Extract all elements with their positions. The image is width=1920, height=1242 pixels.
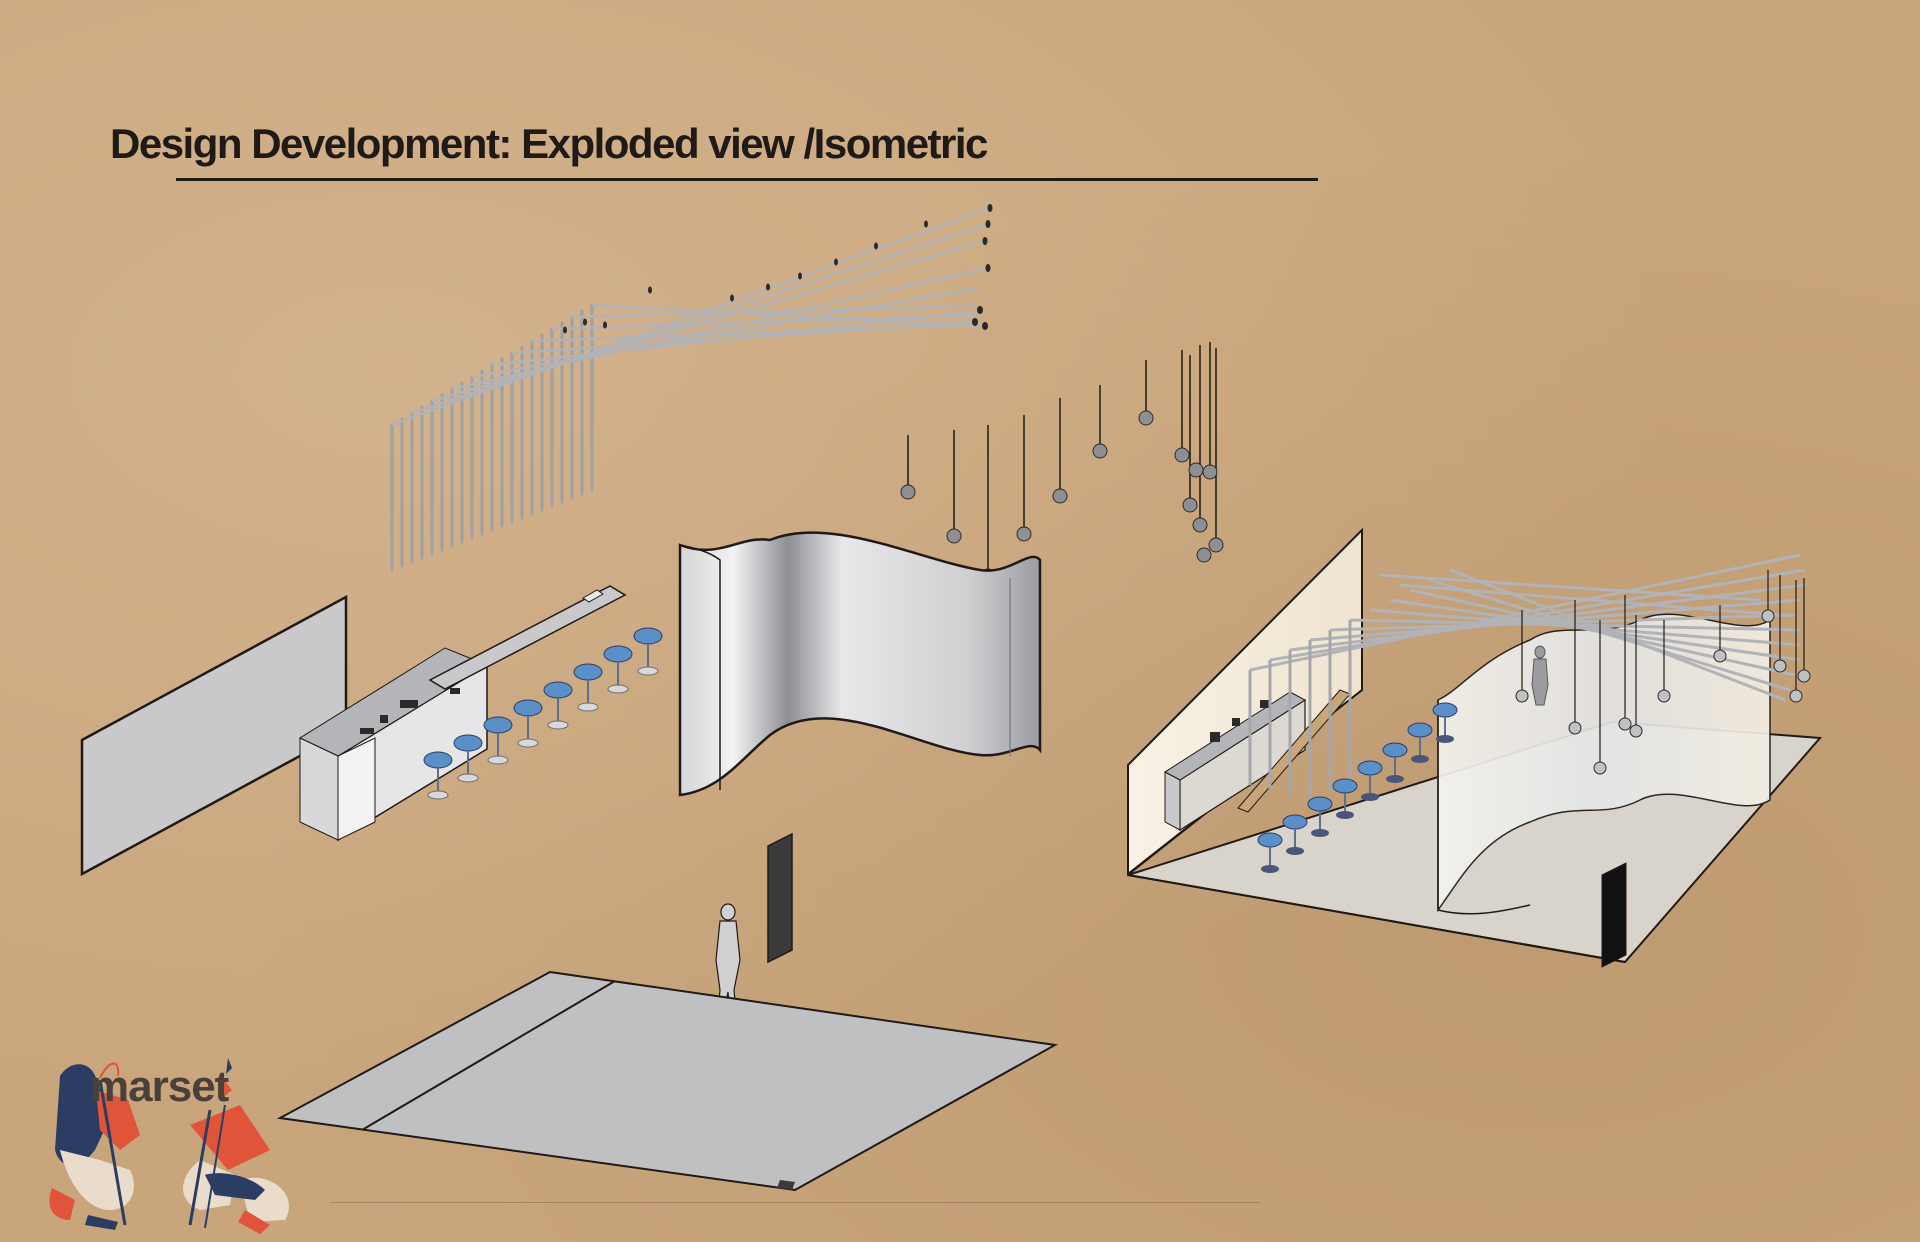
exploded-curved-wall [678,531,1042,797]
brand-logo: marset [90,1062,229,1111]
page-title: Design Development: Exploded view /Isome… [110,120,988,167]
exploded-pendant-lamps [900,342,1224,584]
exploded-rod-lights [390,303,594,572]
iso-rod-lights [1249,553,1806,702]
iso-pendant-lamps [1515,570,1811,775]
exploded-stools [423,627,663,800]
iso-rod-verticals [1248,620,1352,800]
title-underline [176,178,1318,181]
exploded-rod-light-arms [391,206,991,427]
exploded-bar-shelf [428,585,627,690]
iso-stools [1257,702,1458,873]
mascot-figure-icon [49,1058,289,1234]
exploded-door-sign [767,832,793,964]
exploded-rod-light-tips [563,204,993,334]
human-figure-icon [1531,645,1549,706]
iso-curved-wall [1437,613,1771,915]
exploded-floor-plane [276,970,1059,1192]
bottom-divider [330,1202,1260,1203]
iso-door-sign [1601,862,1627,968]
